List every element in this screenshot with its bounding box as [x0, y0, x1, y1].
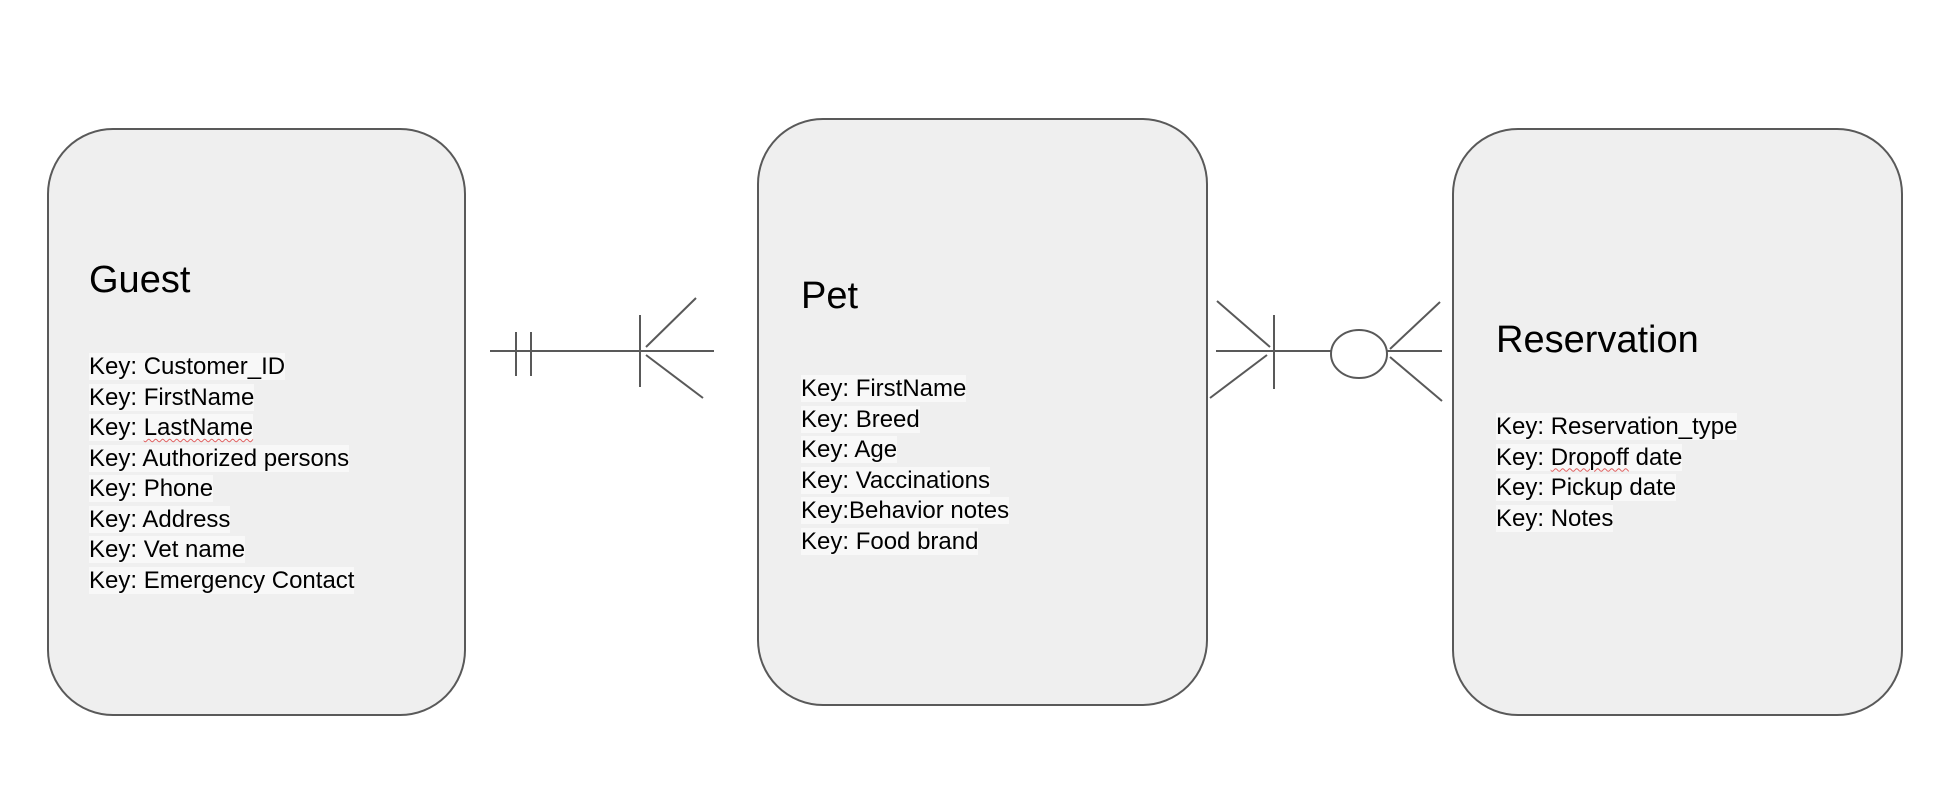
reservation-attribute: Key: Dropoff date	[1496, 443, 1683, 471]
guest-attribute: Key: FirstName	[89, 383, 255, 411]
reservation-entity[interactable]: Reservation Key: Reservation_type Key: D…	[1452, 128, 1903, 716]
pet-attribute: Key: FirstName	[801, 375, 967, 402]
guest-pet-relationship[interactable]	[490, 297, 714, 399]
pet-attribute: Key:Behavior notes	[801, 497, 1010, 524]
pet-reservation-relationship[interactable]	[1209, 300, 1443, 402]
crows-foot-upper	[645, 297, 697, 348]
guest-attribute: Key: Emergency Contact	[89, 566, 355, 594]
pet-attribute: Key: Age	[801, 436, 898, 463]
zero-optional-circle	[1330, 329, 1388, 379]
guest-attribute: Key: Address	[89, 505, 231, 533]
guest-attribute: Key: Authorized persons	[89, 444, 350, 472]
guest-entity[interactable]: Guest Key: Customer_ID Key: FirstName Ke…	[47, 128, 466, 716]
reservation-attribute-list: Key: Reservation_type Key: Dropoff date …	[1496, 412, 1738, 534]
pet-attribute: Key: Vaccinations	[801, 466, 990, 494]
pet-entity-title: Pet	[801, 275, 859, 317]
crows-foot-upper	[1216, 300, 1271, 348]
crows-foot-lower	[1209, 354, 1268, 399]
guest-attribute: Key: Vet name	[89, 536, 246, 563]
pet-attribute-list: Key: FirstName Key: Breed Key: Age Key: …	[801, 374, 1010, 557]
crows-foot-lower	[1389, 356, 1443, 402]
crows-foot-lower	[645, 354, 704, 399]
pet-entity[interactable]: Pet Key: FirstName Key: Breed Key: Age K…	[757, 118, 1208, 706]
guest-attribute-list: Key: Customer_ID Key: FirstName Key: Las…	[89, 352, 355, 596]
pet-attribute: Key: Breed	[801, 405, 920, 433]
guest-entity-title: Guest	[89, 259, 191, 301]
guest-attribute: Key: LastName	[89, 414, 254, 441]
guest-attribute: Key: Phone	[89, 475, 214, 502]
reservation-attribute: Key: Reservation_type	[1496, 413, 1738, 440]
guest-attribute: Key: Customer_ID	[89, 353, 286, 380]
reservation-attribute: Key: Notes	[1496, 504, 1614, 532]
pet-attribute: Key: Food brand	[801, 527, 979, 555]
reservation-attribute: Key: Pickup date	[1496, 474, 1677, 501]
crows-foot-upper	[1389, 301, 1441, 350]
reservation-entity-title: Reservation	[1496, 319, 1699, 361]
